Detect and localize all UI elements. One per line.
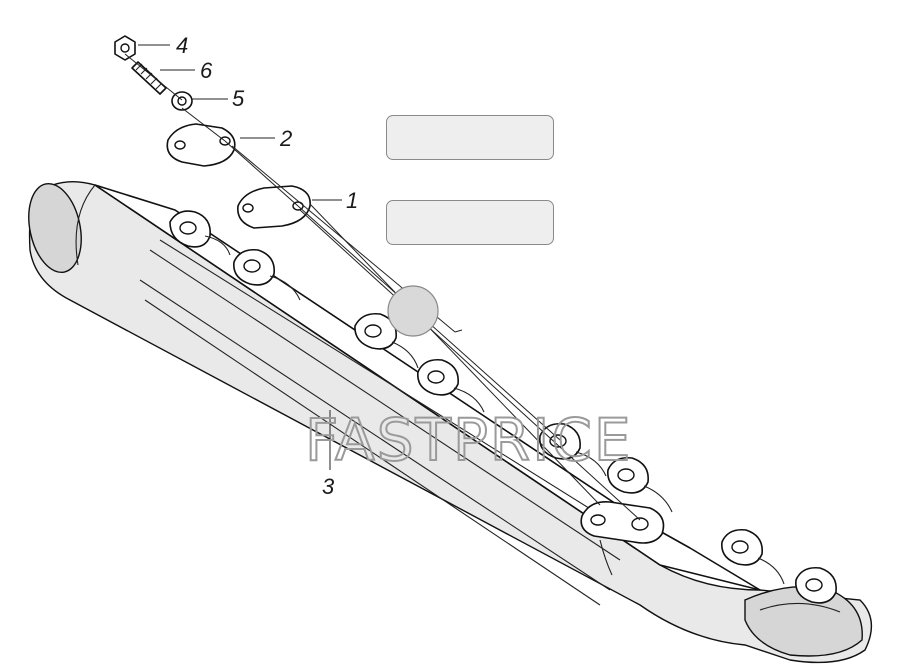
port-flange: [721, 528, 785, 585]
callout-leaders: [138, 44, 342, 470]
callout-1: 1: [346, 188, 358, 213]
manifold-port-flanges: [169, 210, 837, 604]
watermark: FASTPRICE: [305, 406, 632, 474]
stud: [131, 61, 167, 95]
port-flange: [233, 248, 301, 301]
port-flange-twin: [580, 500, 665, 576]
callout-4: 4: [176, 33, 188, 58]
placeholder-box-top: [386, 115, 554, 160]
placeholder-box-bottom: [386, 200, 554, 245]
port-flange: [795, 566, 837, 604]
highlight-circle: [387, 285, 439, 337]
port-flange: [539, 422, 607, 477]
callout-3: 3: [322, 474, 335, 499]
callout-5: 5: [232, 86, 245, 111]
gasket: [166, 123, 236, 167]
tick-mark: [454, 329, 463, 333]
port-flange: [354, 312, 419, 369]
port-flange: [607, 456, 673, 513]
port-flange: [169, 210, 231, 256]
callout-6: 6: [200, 58, 213, 83]
nut: [114, 35, 136, 61]
port-flange: [417, 358, 485, 413]
callout-2: 2: [279, 126, 292, 151]
